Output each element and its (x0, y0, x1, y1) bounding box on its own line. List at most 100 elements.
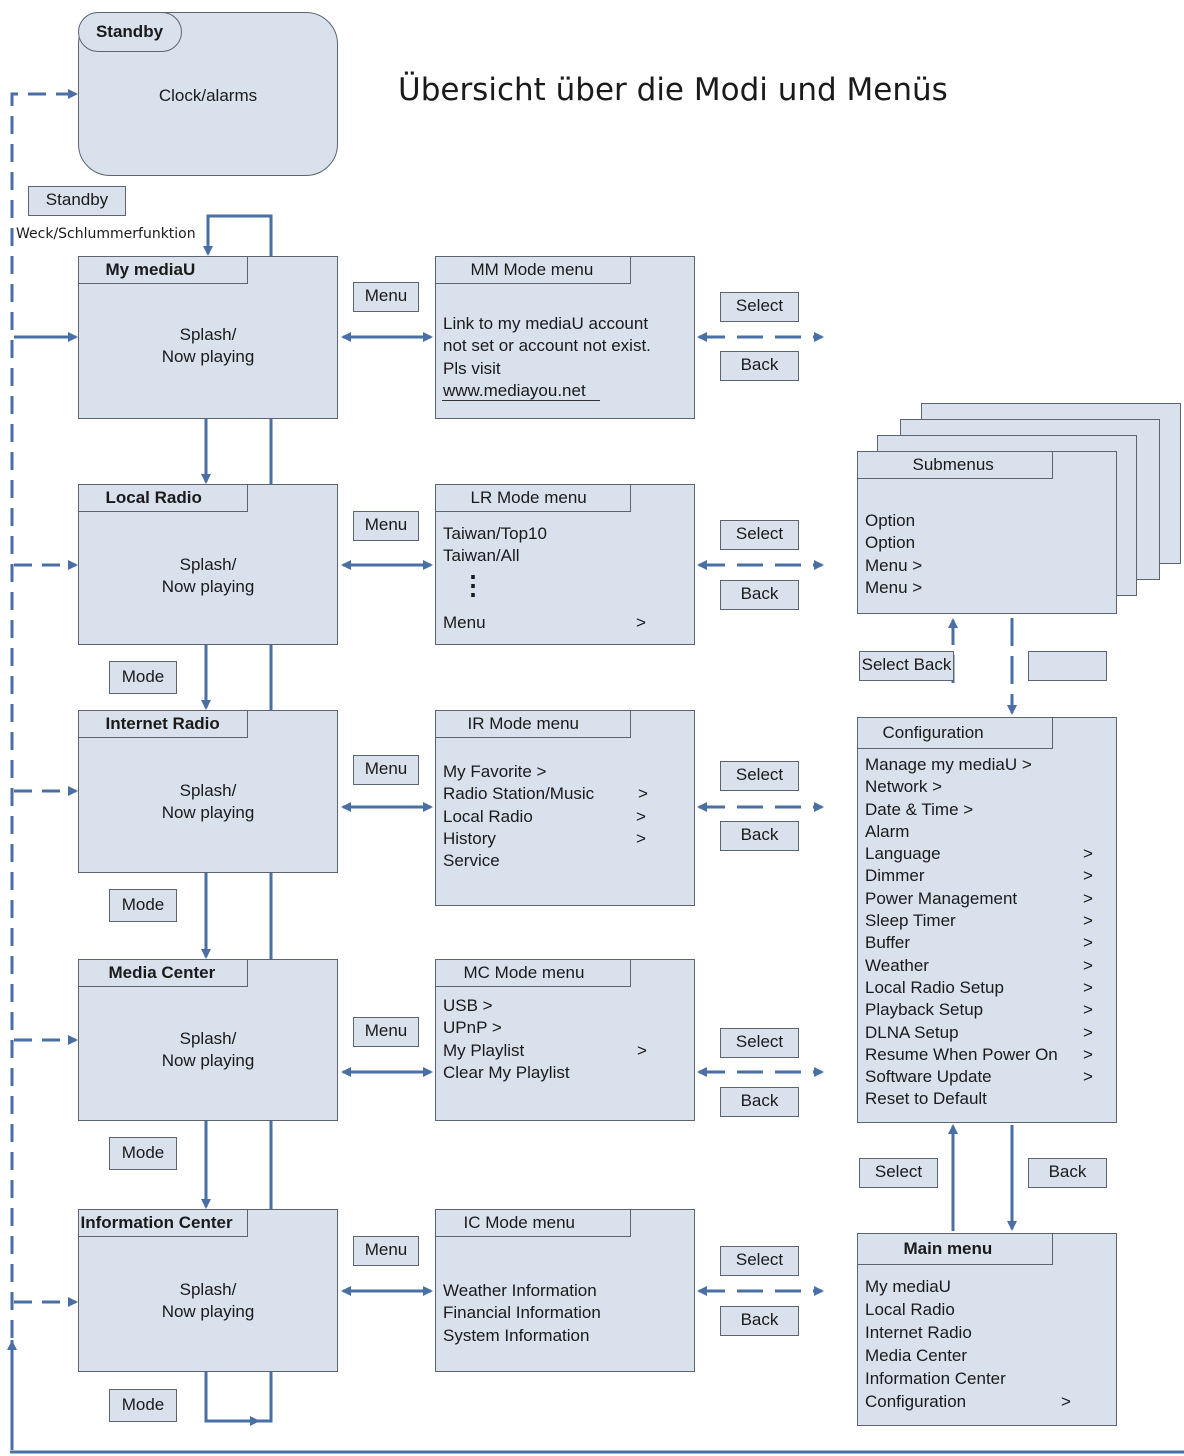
list-item[interactable]: Buffer> (865, 932, 1106, 954)
chevron-right-icon: > (1083, 1000, 1093, 1020)
lr-mode-menu[interactable]: LR Mode menu Taiwan/Top10 Taiwan/All ⋮ M… (434, 483, 695, 645)
menu-button-label[interactable]: Menu (353, 282, 419, 312)
menu-button-label[interactable]: Menu (353, 755, 419, 785)
list-item[interactable]: My Playlist> (443, 1040, 684, 1062)
back-button-label[interactable]: Back (720, 821, 799, 851)
list-item[interactable]: History> (443, 828, 684, 850)
mode-tab: My mediaU (77, 255, 248, 284)
mode-tab: Local Radio (77, 483, 248, 512)
list-item[interactable]: Alarm (865, 821, 1106, 843)
list-item[interactable]: Reset to Default (865, 1088, 1106, 1110)
list-item[interactable]: Internet Radio (865, 1321, 1106, 1344)
mc-mode-menu[interactable]: MC Mode menu USB > UPnP > My Playlist> C… (434, 958, 695, 1121)
list-item[interactable]: DLNA Setup> (865, 1022, 1106, 1044)
back-button-label[interactable]: Back (720, 351, 799, 381)
item-label: Local Radio Setup (865, 977, 1004, 997)
list-item[interactable]: Taiwan/All (443, 546, 520, 566)
configuration-box[interactable]: Configuration Manage my mediaU >Network … (856, 716, 1117, 1123)
item-label: Power Management (865, 888, 1018, 908)
back-button-label[interactable]: Back (720, 1087, 799, 1117)
select-button-label[interactable]: Select (720, 520, 799, 550)
list-item[interactable]: UPnP > (443, 1017, 684, 1039)
list-item[interactable]: Menu > (865, 577, 923, 597)
menu-tab: IR Mode menu (434, 709, 631, 738)
list-item[interactable]: Financial Information (443, 1303, 601, 1323)
list-item[interactable]: Local Radio> (443, 806, 684, 828)
select-button-label[interactable]: Select (720, 292, 799, 322)
select-button-label[interactable]: Select (720, 1246, 799, 1276)
menu-button-label[interactable]: Menu (353, 1236, 419, 1266)
list-item[interactable]: Local Radio Setup> (865, 977, 1106, 999)
menu-button-label[interactable]: Menu (353, 511, 419, 541)
menu-item-list: Link to my mediaU account not set or acc… (443, 313, 684, 402)
list-item[interactable]: Sleep Timer> (865, 910, 1106, 932)
list-item[interactable]: Media Center (865, 1344, 1106, 1367)
list-item[interactable]: Weather> (865, 955, 1106, 977)
mode-button-label[interactable]: Mode (109, 661, 177, 694)
list-item[interactable]: Software Update> (865, 1066, 1106, 1088)
ir-mode-menu[interactable]: IR Mode menu My Favorite > Radio Station… (434, 709, 695, 906)
list-item[interactable]: Date & Time > (865, 799, 1106, 821)
item-label: Configuration (865, 1392, 967, 1411)
item-label: Network > (865, 777, 942, 797)
standby-button-label[interactable]: Standby (28, 186, 126, 216)
menu-tab: IC Mode menu (434, 1208, 631, 1237)
submenus-box[interactable]: Submenus Option Option Menu > Menu > (856, 450, 1117, 614)
item-label: Information Center (865, 1369, 1006, 1388)
mode-line2: Now playing (161, 803, 255, 822)
item-label: Clear My Playlist (443, 1062, 570, 1082)
mode-box-information-center[interactable]: Information Center Splash/ Now playing (77, 1208, 338, 1372)
back-button-label[interactable]: Back (720, 580, 799, 610)
select-button-label[interactable]: Select (859, 1158, 938, 1188)
list-item[interactable]: Clear My Playlist (443, 1062, 684, 1084)
list-item[interactable]: Local Radio (865, 1298, 1106, 1321)
list-item[interactable]: www.mediayou.net (443, 380, 586, 400)
mode-box-internet-radio[interactable]: Internet Radio Splash/ Now playing (77, 709, 338, 873)
list-item[interactable]: My Favorite > (443, 761, 684, 783)
item-label: Buffer (865, 933, 911, 953)
item-label: Language (865, 844, 941, 864)
back-button-label[interactable]: Back (1028, 1158, 1107, 1188)
mode-box-my-mediau[interactable]: My mediaU Splash/ Now playing (77, 255, 338, 419)
list-item[interactable]: Radio Station/Music> (443, 783, 684, 805)
list-item[interactable]: My mediaU (865, 1275, 1106, 1298)
list-item[interactable]: Taiwan/Top10 (443, 524, 547, 543)
list-item[interactable]: Menu > (865, 555, 923, 575)
standby-return-arrow (10, 89, 78, 1450)
list-item[interactable]: Service (443, 850, 684, 872)
select-button-label[interactable]: Select (720, 1028, 799, 1058)
item-label: Alarm (865, 821, 910, 841)
select-button-label[interactable]: Select (720, 761, 799, 791)
list-item[interactable]: Power Management > (865, 888, 1106, 910)
back-button-label[interactable]: Back (720, 1306, 799, 1336)
chevron-right-icon: > (1083, 888, 1093, 908)
mode-button-label[interactable]: Mode (109, 889, 177, 922)
ic-mode-menu[interactable]: IC Mode menu Weather Information Financi… (434, 1208, 695, 1372)
item-label: Reset to Default (865, 1089, 987, 1109)
select-back-label[interactable]: Select Back (859, 651, 954, 681)
list-item[interactable]: Language> (865, 843, 1106, 865)
list-item[interactable]: System Information (443, 1325, 590, 1345)
list-item[interactable]: Network > (865, 776, 1106, 798)
mm-mode-menu[interactable]: MM Mode menu Link to my mediaU account n… (434, 255, 695, 419)
mode-box-local-radio[interactable]: Local Radio Splash/ Now playing (77, 483, 338, 645)
item-label: Weather (865, 955, 929, 975)
list-item[interactable]: Menu > (443, 612, 684, 634)
list-item[interactable]: Dimmer> (865, 865, 1106, 887)
list-item[interactable]: Configuration> (865, 1390, 1106, 1413)
list-item[interactable]: Option (865, 511, 916, 530)
list-item[interactable]: Playback Setup > (865, 999, 1106, 1021)
mode-button-label[interactable]: Mode (109, 1137, 177, 1170)
mode-box-media-center[interactable]: Media Center Splash/ Now playing (77, 958, 338, 1121)
list-item[interactable]: Manage my mediaU > (865, 754, 1106, 776)
list-item[interactable]: Information Center (865, 1367, 1106, 1390)
list-item[interactable]: USB > (443, 995, 684, 1017)
chevron-right-icon: > (637, 1040, 647, 1060)
item-label: Playback Setup (865, 1000, 984, 1020)
menu-button-label[interactable]: Menu (353, 1017, 419, 1047)
list-item[interactable]: Option (865, 533, 916, 553)
mode-button-label[interactable]: Mode (109, 1389, 177, 1422)
list-item[interactable]: Resume When Power On> (865, 1044, 1106, 1066)
list-item[interactable]: Weather Information (443, 1281, 597, 1300)
